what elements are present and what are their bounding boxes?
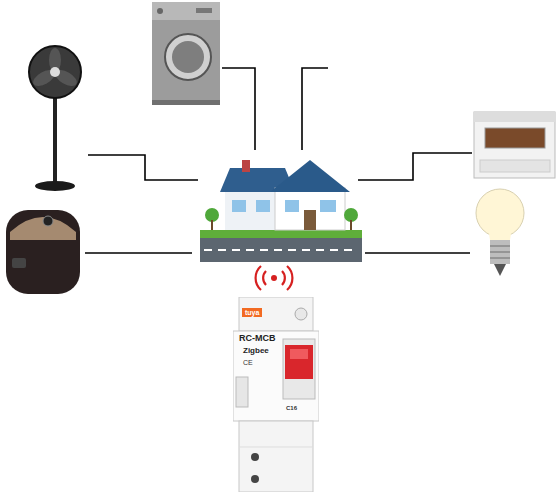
light-bulb xyxy=(476,189,524,276)
breaker-body xyxy=(233,297,319,492)
wires xyxy=(85,68,472,253)
device-marking: RC-MCB xyxy=(239,334,276,343)
device-marking: tuya xyxy=(242,308,262,317)
washing-machine xyxy=(152,2,220,105)
stand-fan xyxy=(29,46,81,191)
house xyxy=(200,160,362,262)
oven xyxy=(474,112,555,178)
device-marking: Zigbee xyxy=(243,347,269,355)
device-marking: C16 xyxy=(286,405,297,411)
wireless-signal xyxy=(256,266,293,290)
breaker-outline xyxy=(233,297,319,492)
device-marking: CE xyxy=(243,359,253,366)
rice-cooker xyxy=(6,210,80,294)
breaker-device: tuyaRC-MCB ZigbeeCE C16 xyxy=(233,297,319,492)
